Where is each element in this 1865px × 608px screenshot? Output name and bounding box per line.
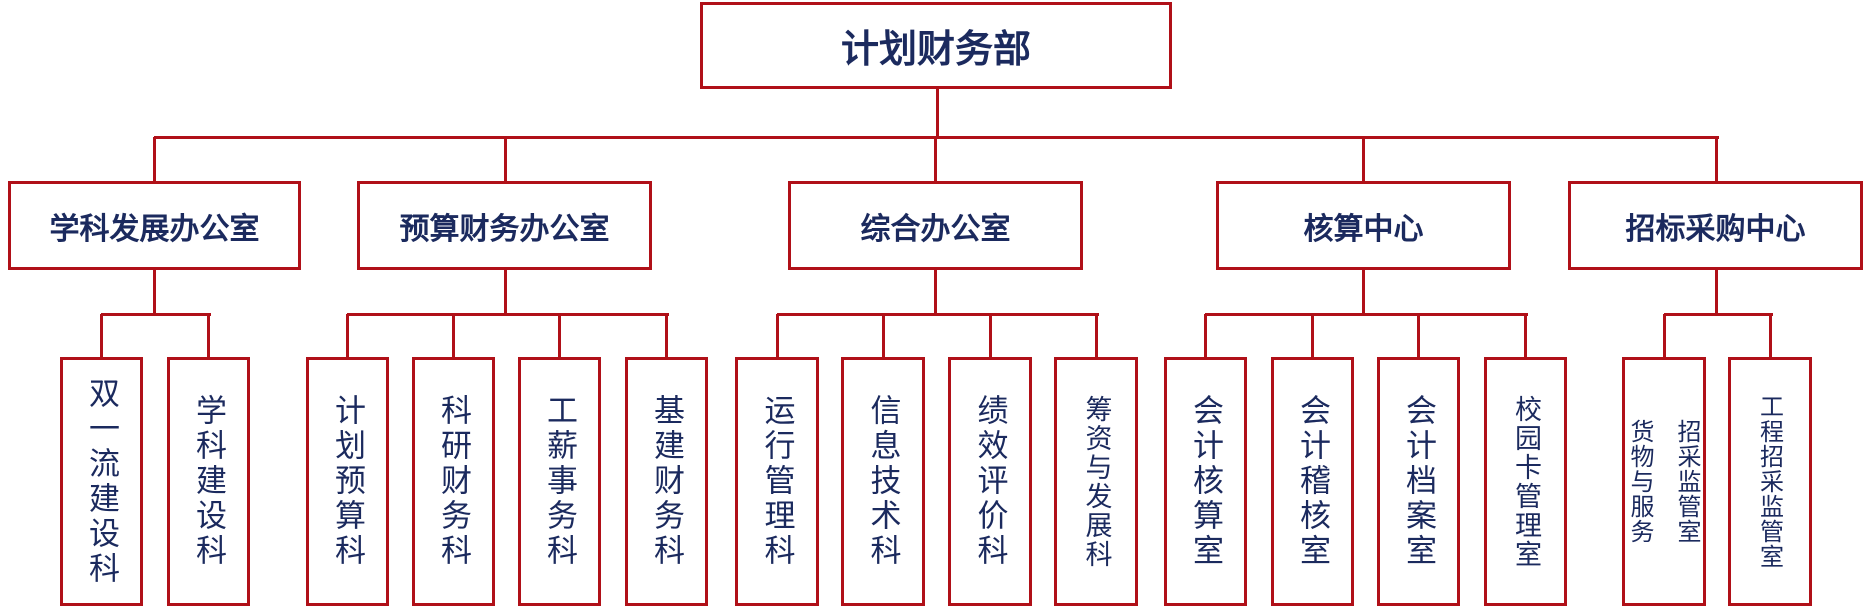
section-label: 双一流建设科 [83,376,119,587]
section-label-two-column: 货物与服务 招采监管室 [1623,419,1705,544]
root-node: 计划财务部 [700,2,1172,89]
section-label: 会计档案室 [1400,394,1436,569]
section-node: 双一流建设科 [60,357,143,606]
dept-node-1: 预算财务办公室 [357,181,652,270]
section-node: 校园卡管理室 [1484,357,1567,606]
section-node: 学科建设科 [167,357,250,606]
connector-line [1524,314,1527,357]
connector-line [776,314,779,357]
section-node: 会计核算室 [1164,357,1247,606]
root-label: 计划财务部 [840,27,1031,71]
section-label: 校园卡管理室 [1510,394,1541,569]
connector-line [558,314,561,357]
dept-label: 预算财务办公室 [399,211,610,247]
section-label: 运行管理科 [758,394,795,569]
connector-line [1362,137,1365,181]
connector-line [934,270,937,314]
section-label: 工程招采监管室 [1755,394,1784,569]
section-node: 工程招采监管室 [1728,357,1812,606]
connector-line [665,314,668,357]
connector-line [1311,314,1314,357]
dept-label: 综合办公室 [860,211,1011,247]
connector-line [777,313,1099,316]
connector-line [100,314,103,357]
dept-node-4: 招标采购中心 [1568,181,1863,270]
connector-line [934,137,937,181]
dept-node-0: 学科发展办公室 [8,181,301,270]
section-label: 基建财务科 [648,394,684,569]
connector-line [1664,313,1773,316]
connector-line [346,314,349,357]
section-node: 计划预算科 [306,357,389,606]
connector-line [101,313,211,316]
connector-line [504,270,507,314]
connector-line [347,313,669,316]
connector-line [207,314,210,357]
connector-line [153,137,156,181]
dept-label: 核算中心 [1303,211,1424,247]
section-label-col1: 货物与服务 [1626,419,1654,544]
section-node: 筹资与发展科 [1054,357,1138,606]
connector-line [882,314,885,357]
section-label-col2: 招采监管室 [1673,419,1701,544]
connector-line [452,314,455,357]
connector-line [154,136,1719,139]
section-node: 基建财务科 [625,357,708,606]
section-label: 工薪事务科 [541,394,577,569]
connector-line [1715,137,1718,181]
connector-line [1204,314,1207,357]
connector-line [989,314,992,357]
section-node: 信息技术科 [841,357,925,606]
section-node: 科研财务科 [412,357,495,606]
connector-line [936,89,939,137]
section-label: 绩效评价科 [971,394,1008,569]
connector-line [1663,314,1666,357]
connector-line [1362,270,1365,314]
section-label: 筹资与发展科 [1080,394,1112,569]
dept-node-3: 核算中心 [1216,181,1511,270]
section-label: 信息技术科 [864,394,901,569]
connector-line [1205,313,1528,316]
connector-line [1715,270,1718,314]
section-node: 货物与服务 招采监管室 [1622,357,1706,606]
connector-line [1769,314,1772,357]
connector-line [1095,314,1098,357]
section-node: 运行管理科 [735,357,819,606]
connector-line [153,270,156,314]
dept-label: 招标采购中心 [1625,211,1806,247]
section-label: 科研财务科 [435,394,471,569]
section-node: 会计档案室 [1377,357,1460,606]
section-label: 会计核算室 [1187,394,1223,569]
section-label: 会计稽核室 [1294,394,1330,569]
section-label: 计划预算科 [329,394,365,569]
section-node: 会计稽核室 [1271,357,1354,606]
section-node: 绩效评价科 [948,357,1032,606]
connector-line [504,137,507,181]
connector-line [1417,314,1420,357]
section-node: 工薪事务科 [518,357,601,606]
dept-node-2: 综合办公室 [788,181,1083,270]
dept-label: 学科发展办公室 [49,211,260,247]
section-label: 学科建设科 [190,394,226,569]
